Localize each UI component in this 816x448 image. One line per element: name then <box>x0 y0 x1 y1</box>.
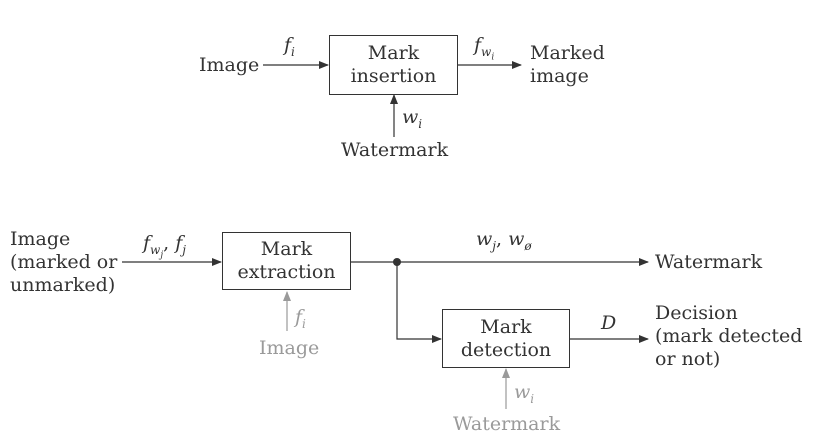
arrow-branch-to-detection <box>396 262 442 343</box>
insertion-input-signal: fi <box>284 34 295 59</box>
mark-insertion-label-line2: insertion <box>350 65 437 87</box>
mark-detection-box: Mark detection <box>442 309 570 368</box>
mark-insertion-label-line1: Mark <box>367 42 420 64</box>
mark-extraction-box: Mark extraction <box>222 232 351 290</box>
insertion-output-signal: fwi <box>474 34 495 63</box>
extraction-reference-image-label: Image <box>259 337 320 359</box>
extraction-output-watermark-label: Watermark <box>655 251 763 273</box>
detection-output-signal: D <box>601 312 617 334</box>
insertion-input-label: Image <box>199 54 260 76</box>
extraction-input-signal: fwj, fj <box>143 232 186 261</box>
insertion-watermark-signal: wi <box>402 106 423 131</box>
detection-watermark-label: Watermark <box>453 413 561 435</box>
detection-watermark-signal: wi <box>514 381 535 406</box>
extraction-reference-signal: fi <box>295 306 306 331</box>
mark-detection-label-line1: Mark <box>480 315 532 338</box>
mark-extraction-label-line2: extraction <box>237 261 336 283</box>
extraction-output-signal: wj, wø <box>476 228 532 253</box>
mark-extraction-label-line1: Mark <box>260 238 313 260</box>
mark-insertion-box: Mark insertion <box>329 35 458 95</box>
extraction-input-label: Image (marked or unmarked) <box>10 228 118 296</box>
marked-image-label: Marked image <box>530 42 605 87</box>
insertion-watermark-label: Watermark <box>341 139 449 161</box>
decision-label: Decision (mark detected or not) <box>655 302 803 370</box>
mark-detection-label-line2: detection <box>460 338 552 361</box>
